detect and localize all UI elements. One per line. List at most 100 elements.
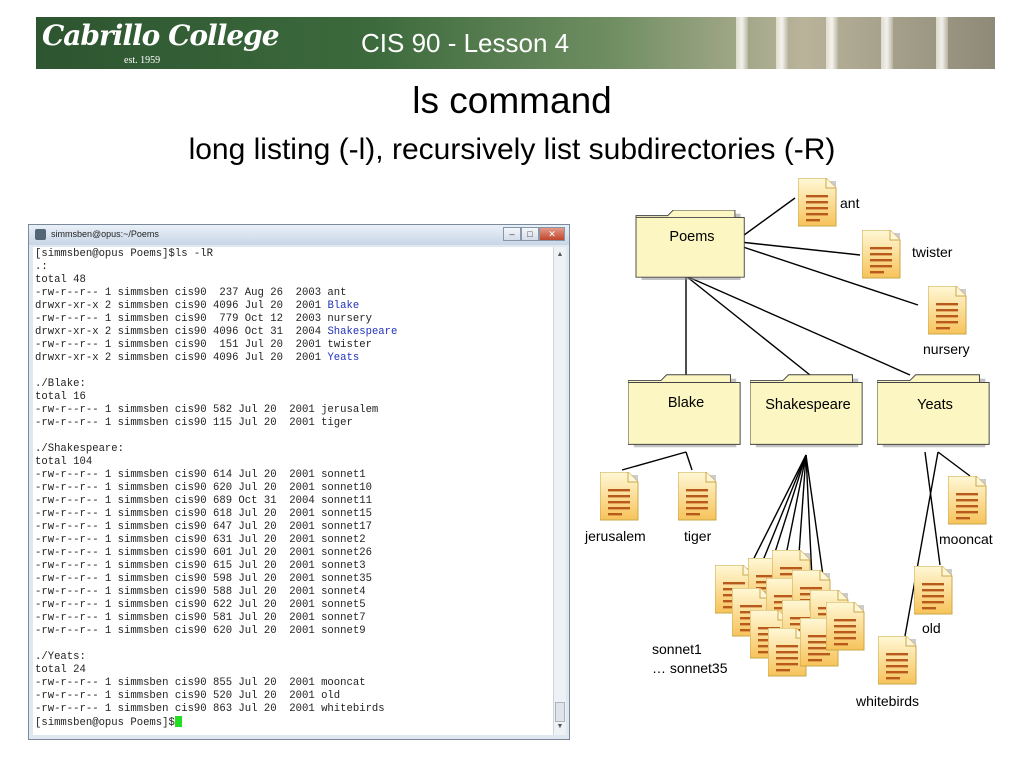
terminal-line: -rw-r--r-- 1 simmsben cis90 520 Jul 20 2…: [35, 690, 555, 703]
file-label-nursery: nursery: [923, 341, 970, 357]
terminal-line: -rw-r--r-- 1 simmsben cis90 614 Jul 20 2…: [35, 469, 555, 482]
banner-column: [776, 17, 788, 69]
terminal-line: -rw-r--r-- 1 simmsben cis90 601 Jul 20 2…: [35, 547, 555, 560]
terminal-line-text: ./Blake:: [35, 378, 86, 390]
file-label-mooncat: mooncat: [939, 531, 993, 547]
scroll-down-arrow-icon[interactable]: ▼: [556, 723, 564, 730]
terminal-line-text: -rw-r--r-- 1 simmsben cis90 601 Jul 20 2…: [35, 547, 372, 559]
file-label-twister: twister: [912, 244, 953, 260]
terminal-line-text: -rw-r--r-- 1 simmsben cis90 631 Jul 20 2…: [35, 534, 366, 546]
scrollbar-thumb[interactable]: [555, 702, 565, 722]
close-button[interactable]: ✕: [539, 227, 565, 241]
terminal-line: [simmsben@opus Poems]$ls -lR: [35, 248, 555, 261]
terminal-line: -rw-r--r-- 1 simmsben cis90 631 Jul 20 2…: [35, 534, 555, 547]
directory-tree-diagram: Poems Blake Shakespeare Yeats ant twiste…: [570, 170, 1024, 730]
folder-label-shakespeare: Shakespeare: [765, 397, 851, 413]
terminal-line-text: total 48: [35, 274, 86, 286]
document-icon-mooncat: [948, 476, 987, 525]
terminal-line-text: -rw-r--r-- 1 simmsben cis90 620 Jul 20 2…: [35, 482, 372, 494]
terminal-line: -rw-r--r-- 1 simmsben cis90 598 Jul 20 2…: [35, 573, 555, 586]
terminal-line-text: -rw-r--r-- 1 simmsben cis90 622 Jul 20 2…: [35, 599, 366, 611]
terminal-line-text: -rw-r--r-- 1 simmsben cis90 115 Jul 20 2…: [35, 417, 353, 429]
header-banner: Cabrillo College est. 1959 CIS 90 - Less…: [36, 17, 995, 69]
terminal-line: [35, 430, 555, 443]
terminal-line-text: -rw-r--r-- 1 simmsben cis90 614 Jul 20 2…: [35, 469, 366, 481]
terminal-line: -rw-r--r-- 1 simmsben cis90 588 Jul 20 2…: [35, 586, 555, 599]
terminal-line: total 24: [35, 664, 555, 677]
terminal-line: -rw-r--r-- 1 simmsben cis90 237 Aug 26 2…: [35, 287, 555, 300]
terminal-line-text: -rw-r--r-- 1 simmsben cis90 779 Oct 12 2…: [35, 313, 372, 325]
terminal-line: [35, 638, 555, 651]
banner-column: [936, 17, 948, 69]
slide-title: ls command: [412, 80, 612, 121]
minimize-button[interactable]: –: [503, 227, 521, 241]
terminal-line: [35, 365, 555, 378]
terminal-line: [simmsben@opus Poems]$: [35, 716, 555, 729]
lesson-title: CIS 90 - Lesson 4: [361, 28, 570, 58]
terminal-app-icon: [35, 229, 46, 240]
terminal-line: -rw-r--r-- 1 simmsben cis90 647 Jul 20 2…: [35, 521, 555, 534]
terminal-line: total 104: [35, 456, 555, 469]
terminal-line-text: -rw-r--r-- 1 simmsben cis90 689 Oct 31 2…: [35, 495, 372, 507]
folder-label-yeats: Yeats: [917, 397, 953, 413]
terminal-line: drwxr-xr-x 2 simmsben cis90 4096 Oct 31 …: [35, 326, 555, 339]
terminal-line: total 16: [35, 391, 555, 404]
terminal-line: -rw-r--r-- 1 simmsben cis90 618 Jul 20 2…: [35, 508, 555, 521]
terminal-line: -rw-r--r-- 1 simmsben cis90 620 Jul 20 2…: [35, 625, 555, 638]
terminal-line: -rw-r--r-- 1 simmsben cis90 581 Jul 20 2…: [35, 612, 555, 625]
terminal-line: -rw-r--r-- 1 simmsben cis90 620 Jul 20 2…: [35, 482, 555, 495]
maximize-button[interactable]: □: [521, 227, 539, 241]
terminal-output[interactable]: [simmsben@opus Poems]$ls -lR.:total 48-r…: [33, 247, 555, 735]
terminal-line-text: -rw-r--r-- 1 simmsben cis90 863 Jul 20 2…: [35, 703, 385, 715]
terminal-line-text: -rw-r--r-- 1 simmsben cis90 647 Jul 20 2…: [35, 521, 372, 533]
document-icon-whitebirds: [878, 636, 917, 685]
terminal-line-text: -rw-r--r-- 1 simmsben cis90 237 Aug 26 2…: [35, 287, 347, 299]
terminal-line-text: -rw-r--r-- 1 simmsben cis90 520 Jul 20 2…: [35, 690, 341, 702]
terminal-line: ./Yeats:: [35, 651, 555, 664]
folder-label-poems: Poems: [669, 229, 715, 245]
document-icon-ant: [798, 178, 837, 227]
terminal-line: ./Shakespeare:: [35, 443, 555, 456]
file-label-ant: ant: [840, 195, 860, 211]
document-icon-old: [914, 566, 953, 615]
terminal-line-text: -rw-r--r-- 1 simmsben cis90 855 Jul 20 2…: [35, 677, 366, 689]
terminal-line-text: -rw-r--r-- 1 simmsben cis90 598 Jul 20 2…: [35, 573, 372, 585]
terminal-line-text: drwxr-xr-x 2 simmsben cis90 4096 Jul 20 …: [35, 352, 328, 364]
terminal-line-text: [simmsben@opus Poems]$: [35, 717, 175, 729]
file-label-sonnets-last: … sonnet35: [652, 660, 728, 676]
terminal-line: -rw-r--r-- 1 simmsben cis90 855 Jul 20 2…: [35, 677, 555, 690]
terminal-window[interactable]: simmsben@opus:~/Poems – □ ✕ [simmsben@op…: [28, 224, 570, 740]
file-label-tiger: tiger: [684, 528, 712, 544]
file-label-sonnets-first: sonnet1: [652, 641, 702, 657]
directory-name: Yeats: [327, 352, 360, 364]
vertical-scrollbar[interactable]: ▲ ▼: [553, 247, 566, 735]
slide-subtitle: long listing (-l), recursively list subd…: [188, 133, 836, 166]
scroll-up-arrow-icon[interactable]: ▲: [556, 251, 564, 258]
banner-column: [736, 17, 748, 69]
folder-label-blake: Blake: [667, 395, 705, 411]
terminal-line: -rw-r--r-- 1 simmsben cis90 622 Jul 20 2…: [35, 599, 555, 612]
document-icon-tiger: [678, 472, 717, 521]
document-icon-twister: [862, 230, 901, 279]
file-label-jerusalem: jerusalem: [585, 528, 646, 544]
directory-name: Shakespeare: [327, 326, 398, 338]
terminal-line-text: -rw-r--r-- 1 simmsben cis90 620 Jul 20 2…: [35, 625, 366, 637]
terminal-line-text: .:: [35, 261, 48, 273]
terminal-line-text: drwxr-xr-x 2 simmsben cis90 4096 Oct 31 …: [35, 326, 328, 338]
tree-graphic: [600, 178, 990, 685]
college-est-year: est. 1959: [124, 55, 161, 66]
folder-icon-blake: [628, 374, 741, 448]
window-titlebar[interactable]: simmsben@opus:~/Poems – □ ✕: [29, 225, 569, 245]
terminal-line: total 48: [35, 274, 555, 287]
terminal-line: -rw-r--r-- 1 simmsben cis90 863 Jul 20 2…: [35, 703, 555, 716]
terminal-line: -rw-r--r-- 1 simmsben cis90 115 Jul 20 2…: [35, 417, 555, 430]
terminal-line-text: ./Shakespeare:: [35, 443, 125, 455]
terminal-line-text: total 104: [35, 456, 93, 468]
terminal-line-text: drwxr-xr-x 2 simmsben cis90 4096 Jul 20 …: [35, 300, 328, 312]
terminal-line-text: ./Yeats:: [35, 651, 86, 663]
college-logo: Cabrillo College: [42, 19, 280, 52]
terminal-line-text: -rw-r--r-- 1 simmsben cis90 151 Jul 20 2…: [35, 339, 372, 351]
window-title: simmsben@opus:~/Poems: [51, 229, 159, 239]
sonnet-documents-stack: [715, 550, 865, 677]
file-label-whitebirds: whitebirds: [856, 693, 920, 709]
